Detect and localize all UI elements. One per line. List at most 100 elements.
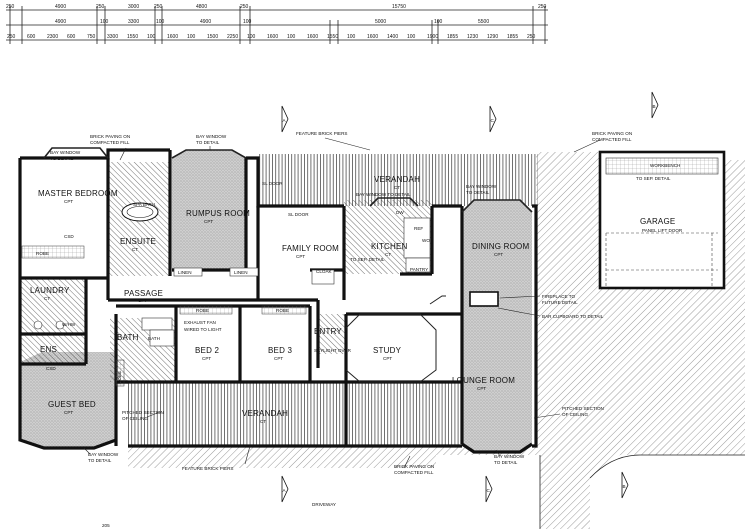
dim-row2-a: 4900 bbox=[55, 19, 66, 25]
note-pitched-left-2: OF CEILING bbox=[122, 416, 148, 421]
room-bath-inner: BATH bbox=[148, 336, 160, 341]
label-robe-master: ROBE bbox=[36, 251, 49, 256]
room-guest-bed-finish: CPT bbox=[64, 410, 73, 415]
note-brick-paving-bottom-2: COMPACTED FILL bbox=[394, 470, 434, 475]
fixtures bbox=[21, 202, 499, 387]
dim-row1-f: 4800 bbox=[196, 4, 207, 10]
label-workbench: WORKBENCH bbox=[650, 163, 680, 168]
ens-hatch bbox=[20, 334, 86, 364]
label-sep-detail-garage: TO SEP. DETAIL bbox=[636, 176, 671, 181]
dim-row2-f: 100 bbox=[243, 19, 252, 25]
room-dining: DINING ROOM bbox=[472, 242, 529, 251]
dim-row3-10: 1500 bbox=[207, 34, 218, 40]
room-family: FAMILY ROOM bbox=[282, 244, 339, 253]
room-study: STUDY bbox=[373, 346, 402, 355]
room-laundry: LAUNDRY bbox=[30, 286, 70, 295]
room-lounge: LOUNGE ROOM bbox=[452, 376, 515, 385]
guest-bed-fill bbox=[20, 352, 116, 448]
note-pitched-right-2: OF CEILING bbox=[562, 412, 588, 417]
dim-row3-20: 100 bbox=[407, 34, 416, 40]
label-robe-guest: ROBE bbox=[117, 371, 122, 384]
label-dw: DW bbox=[396, 210, 404, 215]
workbench bbox=[605, 157, 719, 175]
note-sheet-no: 205 bbox=[102, 523, 110, 528]
room-kitchen-finish: CT bbox=[385, 252, 391, 257]
dim-row3-9: 100 bbox=[187, 34, 196, 40]
room-rumpus: RUMPUS ROOM bbox=[186, 209, 250, 218]
dim-row3-22: 1855 bbox=[447, 34, 458, 40]
note-pitched-left-1: PITCHED SECTION bbox=[122, 410, 164, 415]
section-marker-a-top: A bbox=[283, 118, 287, 123]
dim-row3-17: 100 bbox=[347, 34, 356, 40]
dining-lounge-fill bbox=[462, 200, 532, 452]
stippled-rooms bbox=[20, 150, 532, 452]
room-family-finish: CPT bbox=[296, 254, 305, 259]
section-marker-c-top: C bbox=[491, 118, 495, 123]
section-markers: A C B A C B bbox=[281, 91, 659, 503]
note-feature-brick-piers-top: FEATURE BRICK PIERS bbox=[296, 131, 347, 136]
note-bay-window-rumpus-2: TO DETAIL bbox=[196, 140, 220, 145]
dim-row3-24: 1290 bbox=[487, 34, 498, 40]
dim-row3-19: 1400 bbox=[387, 34, 398, 40]
dim-row1-c: 250 bbox=[96, 4, 105, 10]
note-bay-window-guest-2: TO DETAIL bbox=[88, 458, 112, 463]
section-marker-a-bottom: A bbox=[283, 488, 287, 493]
note-bay-window-master-2: TO DETAIL bbox=[50, 156, 74, 161]
leader-lines bbox=[83, 137, 601, 469]
label-exhaust-2: WIRED TO LIGHT bbox=[184, 327, 222, 332]
label-robe-bed2: ROBE bbox=[196, 308, 209, 313]
room-garage: GARAGE bbox=[640, 217, 675, 226]
label-w-hw: W/HW bbox=[62, 322, 76, 327]
note-brick-paving-right-1: BRICK PAVING ON bbox=[592, 131, 632, 136]
note-to-sep-detail-kitchen: TO SEP. DETAIL bbox=[350, 257, 385, 262]
label-exhaust-1: EXHAUST FAN bbox=[184, 320, 216, 325]
dim-row3-4: 750 bbox=[87, 34, 96, 40]
dim-row3-11: 2250 bbox=[227, 34, 238, 40]
label-cloak: CLOAK bbox=[316, 269, 333, 274]
brick-paving-hatch bbox=[128, 152, 745, 529]
room-kitchen: KITCHEN bbox=[371, 242, 408, 251]
note-bar-cupboard: BAR CUPBOARD TO DETAIL bbox=[542, 314, 604, 319]
dim-row3-25: 1855 bbox=[507, 34, 518, 40]
dim-row3-8: 1600 bbox=[167, 34, 178, 40]
note-feature-brick-piers-bottom: FEATURE BRICK PIERS bbox=[182, 466, 233, 471]
note-driveway: DRIVEWAY bbox=[312, 502, 336, 507]
dim-row3-0: 250 bbox=[7, 34, 16, 40]
room-dining-finish: CPT bbox=[494, 252, 503, 257]
paving-areas bbox=[128, 152, 745, 529]
room-master-bedroom-finish: CPT bbox=[64, 199, 73, 204]
label-sl-door-left: SL DOOR bbox=[262, 181, 283, 186]
dimension-strings: 250 4900 250 3000 250 4800 250 15750 250… bbox=[6, 4, 548, 44]
section-marker-c-bottom: C bbox=[487, 488, 491, 493]
note-bay-window-dining-1: BAY WINDOW bbox=[466, 184, 497, 189]
section-marker-b-bottom: B bbox=[623, 484, 626, 489]
dim-row3-21: 1900 bbox=[427, 34, 438, 40]
rumpus-room-fill bbox=[172, 150, 246, 270]
note-fireplace-2: FUTURE DETAIL bbox=[542, 300, 578, 305]
note-bay-window-master-1: BAY WINDOW bbox=[50, 150, 81, 155]
spa-bath-shape bbox=[121, 202, 159, 222]
dim-row3-13: 1600 bbox=[267, 34, 278, 40]
label-pantry: PANTRY bbox=[410, 267, 428, 272]
dim-row3-26: 250 bbox=[527, 34, 536, 40]
dim-row1-h: 15750 bbox=[392, 4, 406, 10]
note-bay-window-dining-2: TO DETAIL bbox=[466, 190, 490, 195]
note-bay-window-lounge-1: BAY WINDOW bbox=[494, 454, 525, 459]
room-ensuite-finish: CT bbox=[132, 247, 138, 252]
bay-windows bbox=[43, 147, 533, 383]
room-bath: BATH bbox=[117, 333, 139, 342]
label-skylight: SKYLIGHT OVER bbox=[314, 348, 352, 353]
room-verandah-bottom-finish: CT bbox=[260, 419, 266, 424]
laundry-hatch bbox=[20, 278, 86, 334]
dim-row1-a: 250 bbox=[6, 4, 15, 10]
dim-row3-16: 1550 bbox=[327, 34, 338, 40]
room-guest-bed: GUEST BED bbox=[48, 400, 96, 409]
dim-row3-7: 100 bbox=[147, 34, 156, 40]
note-bay-window-lounge-2: TO DETAIL bbox=[494, 460, 518, 465]
note-pitched-right-1: PITCHED SECTION bbox=[562, 406, 604, 411]
dim-row3-18: 1600 bbox=[367, 34, 378, 40]
label-linen-2: LINEN bbox=[234, 270, 248, 275]
dim-row1-d: 3000 bbox=[128, 4, 139, 10]
room-master-bedroom: MASTER BEDROOM bbox=[38, 189, 118, 198]
